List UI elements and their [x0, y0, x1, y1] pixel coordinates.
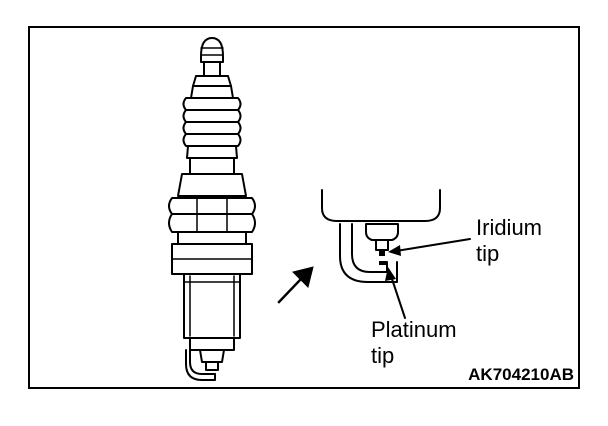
platinum-leader: [385, 267, 406, 319]
iridium-label: Iridium: [476, 215, 542, 240]
platinum-label: Platinum: [371, 317, 457, 342]
platinum-label-tip: tip: [371, 343, 394, 368]
iridium-label-tip: tip: [476, 241, 499, 266]
iridium-leader: [388, 238, 471, 256]
tip-detail-illustration: [321, 189, 441, 283]
direction-arrow: [277, 266, 314, 304]
figure-code: AK704210AB: [468, 365, 574, 384]
figure-frame: [28, 26, 580, 389]
spark-plug-illustration: [168, 37, 256, 381]
